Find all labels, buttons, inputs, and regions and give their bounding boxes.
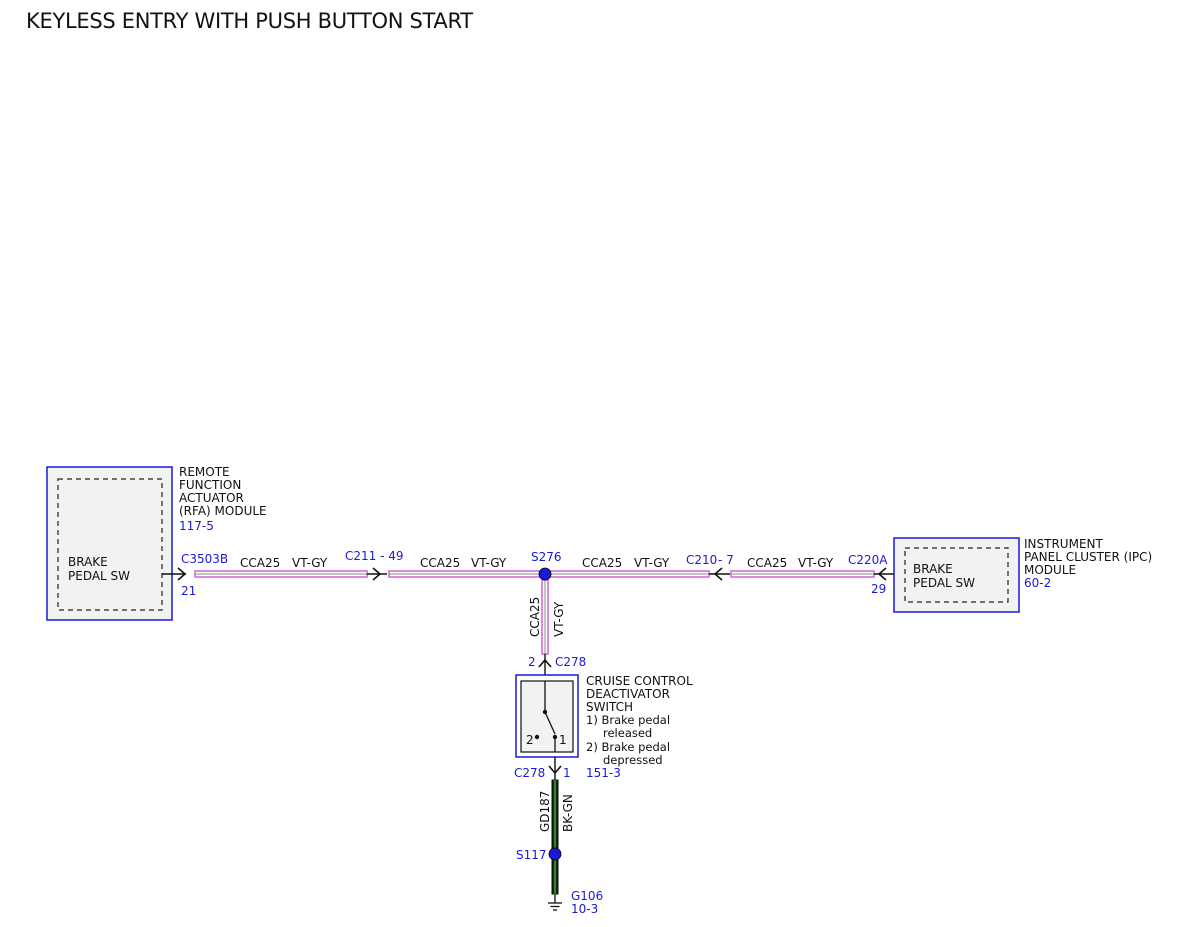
s117-label: S117 [516, 848, 547, 862]
s117-splice[interactable] [548, 847, 562, 861]
ipc-label-3: MODULE [1024, 563, 1076, 577]
ipc-pin: 29 [871, 582, 886, 596]
c210-pin: - 7 [718, 553, 734, 567]
ipc-connector-symbol [877, 567, 887, 581]
rfa-inner-label-1: BRAKE [68, 555, 108, 569]
wire-ground[interactable] [551, 779, 559, 895]
wire-seg2-circuit: CCA25 [420, 556, 460, 570]
c211-label[interactable]: C211 - 49 [345, 549, 404, 563]
cruise-label-3: SWITCH [586, 700, 633, 714]
cruise-state-2b: depressed [603, 753, 663, 767]
s276-label: S276 [531, 550, 562, 564]
wire-seg2-color: VT-GY [471, 556, 507, 570]
wire-seg3[interactable] [548, 570, 710, 578]
ipc-connector[interactable]: C220A [848, 553, 888, 567]
rfa-label-2: FUNCTION [179, 478, 241, 492]
ipc-label-1: INSTRUMENT [1024, 537, 1103, 551]
wire-seg4-color: VT-GY [798, 556, 834, 570]
cruise-label-2: DEACTIVATOR [586, 687, 670, 701]
ipc-inner-label-2: PEDAL SW [913, 576, 975, 590]
ipc-ref[interactable]: 60-2 [1024, 576, 1051, 590]
wire-seg4-circuit: CCA25 [747, 556, 787, 570]
rfa-label-1: REMOTE [179, 465, 230, 479]
cruise-bottom-connector[interactable]: C278 [514, 766, 545, 780]
cruise-label-1: CRUISE CONTROL [586, 674, 693, 688]
wire-vert-color: VT-GY [552, 601, 566, 637]
ground-icon [548, 894, 562, 911]
rfa-label-4: (RFA) MODULE [179, 504, 267, 518]
cruise-ref[interactable]: 151-3 [586, 766, 621, 780]
ipc-inner-label-1: BRAKE [913, 562, 953, 576]
c210-label[interactable]: C210 [686, 553, 717, 567]
cruise-top-connector[interactable]: C278 [555, 655, 586, 669]
cruise-switch[interactable]: 2 1 [515, 674, 579, 758]
wire-seg4[interactable] [730, 570, 875, 578]
wire-seg1-color: VT-GY [292, 556, 328, 570]
wire-ground-circuit: GD187 [538, 791, 552, 832]
s276-splice[interactable] [538, 567, 552, 581]
c210-connector-symbol [713, 567, 723, 581]
ipc-label-2: PANEL CLUSTER (IPC) [1024, 550, 1152, 564]
wire-seg3-color: VT-GY [634, 556, 670, 570]
rfa-ref[interactable]: 117-5 [179, 519, 214, 533]
c278-bottom-connector-symbol [548, 765, 562, 775]
ground-name[interactable]: G106 [571, 889, 603, 903]
page-title: KEYLESS ENTRY WITH PUSH BUTTON START [26, 9, 473, 33]
cruise-bottom-pin: 1 [563, 766, 571, 780]
wire-seg1-circuit: CCA25 [240, 556, 280, 570]
cruise-state-2: 2) Brake pedal [586, 740, 670, 754]
wire-vert[interactable] [541, 579, 549, 655]
cruise-top-pin: 2 [528, 655, 536, 669]
rfa-label-3: ACTUATOR [179, 491, 244, 505]
ipc-module[interactable]: BRAKE PEDAL SW [893, 537, 1020, 613]
switch-contact-2 [534, 734, 540, 740]
ground-ref[interactable]: 10-3 [571, 902, 598, 916]
rfa-inner-label-2: PEDAL SW [68, 569, 130, 583]
wire-seg1[interactable] [194, 570, 368, 578]
wire-vert-circuit: CCA25 [528, 597, 542, 637]
rfa-connector-symbol [177, 567, 187, 581]
rfa-module[interactable]: BRAKE PEDAL SW [46, 466, 173, 621]
rfa-connector[interactable]: C3503B [181, 552, 228, 566]
cruise-state-1b: released [603, 726, 652, 740]
wire-ground-color: BK-GN [561, 794, 575, 832]
wire-seg2[interactable] [388, 570, 542, 578]
switch-pin-2: 2 [526, 733, 534, 747]
wire-seg3-circuit: CCA25 [582, 556, 622, 570]
cruise-state-1: 1) Brake pedal [586, 713, 670, 727]
rfa-pin: 21 [181, 584, 196, 598]
switch-pin-1: 1 [559, 733, 567, 747]
